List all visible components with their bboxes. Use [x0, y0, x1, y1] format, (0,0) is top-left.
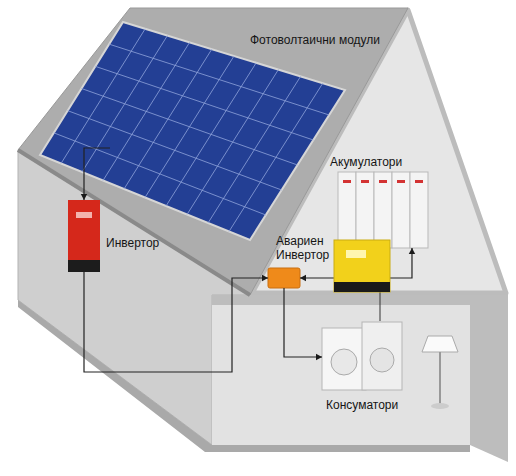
battery-terminal: [343, 180, 351, 183]
wire: [380, 292, 381, 321]
inverter-base: [68, 260, 100, 272]
battery-terminal: [379, 180, 387, 183]
washing-machine: [322, 328, 366, 390]
arrow-head: [300, 275, 306, 281]
panel-line: [109, 44, 329, 115]
device-label: Акумулатори: [330, 155, 402, 169]
device-label: Фотоволтаични модули: [250, 33, 380, 47]
inverter-body: [68, 200, 100, 272]
device-label: Инвертор: [106, 236, 159, 250]
inverter-display: [76, 212, 92, 218]
dryer: [362, 322, 402, 390]
battery-terminal: [361, 180, 369, 183]
consumer-node: Консуматори: [322, 318, 460, 396]
battery-cell: [410, 172, 428, 248]
battery-terminal: [415, 180, 423, 183]
battery-node: Акумулатори: [338, 172, 428, 248]
interior-wall: [212, 295, 470, 445]
appliances: [322, 322, 458, 409]
battery-cell: [374, 172, 392, 248]
hybrid-inverter-base: [334, 282, 390, 292]
battery-cell: [392, 172, 410, 248]
panel-line: [95, 66, 313, 140]
hybrid-inverter: [334, 240, 390, 292]
battery-cell: [338, 172, 356, 248]
battery-terminal: [397, 180, 405, 183]
arrow-head: [316, 354, 322, 360]
hybrid-inverter-display: [346, 250, 366, 258]
dryer-door: [370, 348, 394, 372]
solar-panel-node: Фотоволтаични модули: [110, 60, 240, 170]
lamp-stem: [439, 352, 441, 404]
panel-line: [82, 89, 298, 166]
battery-bank: [338, 172, 428, 248]
emergency-inverter: [268, 268, 300, 288]
arrow-head: [262, 275, 268, 281]
emergency-inverter-node: Авариен Инвертор: [268, 268, 300, 288]
arrow-head: [81, 194, 87, 200]
machine-door: [331, 349, 357, 375]
roof: [18, 8, 408, 295]
attic-floor: [212, 295, 508, 305]
front-wall: [470, 295, 508, 462]
lamp-base: [431, 403, 449, 409]
battery-cell: [356, 172, 374, 248]
wire-connector: [284, 288, 322, 357]
device-label: Авариен Инвертор: [276, 234, 334, 262]
wire-connector: [84, 272, 268, 372]
wire-connector: [84, 148, 110, 200]
device-label: Консуматори: [326, 398, 398, 412]
arrow-head: [409, 248, 415, 254]
lamp-shade: [422, 336, 458, 352]
inverter-node: Инвертор: [68, 200, 100, 272]
